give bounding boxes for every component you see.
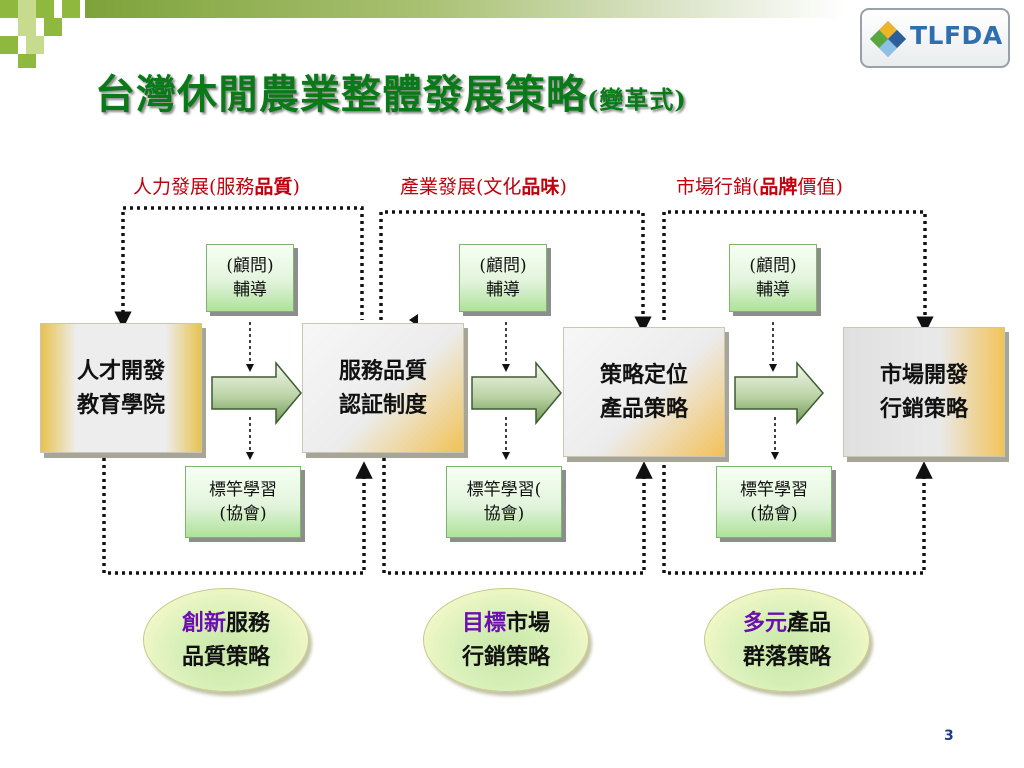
box-benchmark-2: 標竿學習(協會) — [446, 466, 562, 538]
page-number: 3 — [944, 728, 954, 744]
loop-top-1 — [114, 206, 364, 329]
box-benchmark-3: 標竿學習(協會) — [716, 466, 832, 538]
block-arrow-3 — [734, 360, 824, 426]
loop-bottom-2 — [382, 458, 653, 575]
title-main: 台灣休閒農業整體發展策略 — [95, 71, 587, 118]
tlfda-logo: TLFDA — [860, 8, 1010, 68]
box-consultant-1: (顧問)輔導 — [206, 244, 294, 312]
loop-bottom-1 — [102, 458, 373, 575]
diamond-logo-icon — [870, 21, 906, 57]
box-talent-development: 人才開發教育學院 — [40, 323, 202, 453]
loop-bottom-3 — [662, 458, 933, 575]
title-sub: (變革式) — [587, 85, 687, 114]
box-benchmark-1: 標竿學習(協會) — [185, 466, 301, 538]
block-arrow-1 — [211, 360, 302, 426]
section-header-industry: 產業發展(文化品味) — [400, 176, 567, 198]
corner-squares-decoration — [0, 0, 80, 70]
ellipse-target-strategy: 目標市場行銷策略 — [423, 588, 589, 692]
section-header-human: 人力發展(服務品質) — [133, 176, 300, 198]
box-consultant-3: (顧問)輔導 — [729, 244, 817, 312]
top-gradient-bar — [85, 0, 845, 18]
loop-top-2 — [379, 210, 652, 334]
block-arrow-2 — [471, 360, 562, 426]
page-title: 台灣休閒農業整體發展策略(變革式) — [95, 62, 687, 120]
box-service-certification: 服務品質認証制度 — [302, 323, 464, 453]
section-header-marketing: 市場行銷(品牌價值) — [676, 176, 843, 198]
ellipse-innovation-strategy: 創新服務品質策略 — [143, 588, 309, 692]
logo-text: TLFDA — [910, 21, 1003, 50]
box-consultant-2: (顧問)輔導 — [459, 244, 547, 312]
box-strategic-positioning: 策略定位產品策略 — [563, 327, 725, 457]
box-market-development: 市場開發行銷策略 — [843, 327, 1005, 457]
loop-top-3 — [662, 210, 934, 334]
ellipse-diversity-strategy: 多元產品群落策略 — [704, 588, 870, 692]
